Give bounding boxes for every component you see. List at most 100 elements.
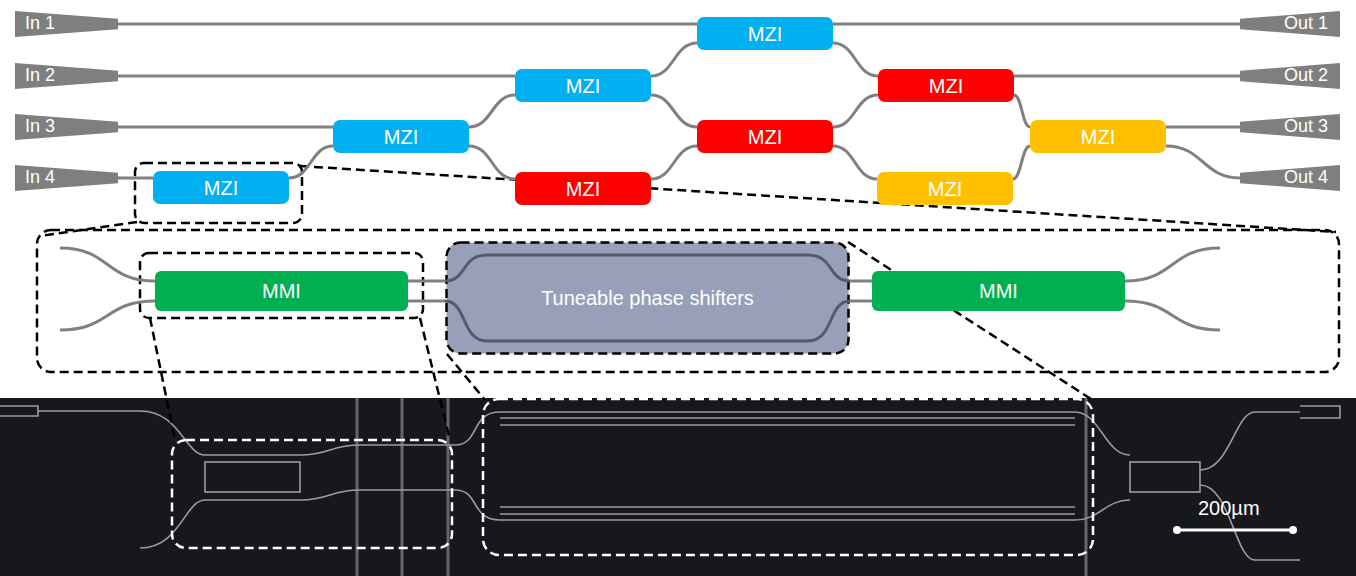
waveguide — [118, 177, 153, 180]
component-box: MMI — [155, 271, 408, 311]
scale-label: 200µm — [1198, 497, 1260, 520]
waveguide — [651, 95, 697, 127]
output-grating: Out 3 — [1240, 114, 1340, 140]
waveguide — [469, 95, 515, 127]
zoom-frame — [172, 440, 452, 548]
zoom-line — [150, 318, 175, 440]
output-grating: Out 2 — [1240, 63, 1340, 89]
zoom-frame — [37, 230, 1339, 372]
component-box: MZI — [697, 17, 833, 50]
photo-mmi — [205, 462, 300, 492]
waveguide — [1013, 146, 1030, 179]
photo-waveguides — [0, 406, 1340, 560]
waveguide — [118, 126, 333, 129]
zoom-line — [300, 166, 1336, 232]
box-label: In 1 — [25, 13, 55, 35]
photo-waveguide — [500, 418, 1075, 514]
box-label: MZI — [748, 22, 782, 46]
component-box: MZI — [878, 69, 1014, 102]
phase-shifter-fill — [447, 243, 849, 354]
scale-bar-end — [1289, 526, 1297, 534]
grating-taper — [1240, 11, 1340, 37]
box-label: Out 3 — [1284, 116, 1328, 138]
box-label: In 2 — [25, 65, 55, 87]
box-label: MZI — [384, 125, 418, 149]
box-label: MZI — [928, 177, 962, 201]
component-box: MZI — [153, 171, 289, 204]
scale-bar-end — [1173, 526, 1181, 534]
input-grating: In 3 — [15, 114, 118, 140]
phase-arm — [445, 255, 850, 281]
box-title: Tuneable phase shifters — [541, 286, 754, 310]
scale-bar — [1177, 529, 1293, 532]
photo-taper — [0, 406, 38, 416]
photo-waveguide — [140, 490, 1130, 548]
box-label: In 4 — [25, 167, 55, 189]
waveguide-stub — [60, 301, 155, 330]
zoom-line — [447, 354, 485, 400]
grating-taper — [15, 63, 118, 89]
component-box: MZI — [515, 69, 651, 102]
box-label: In 3 — [25, 116, 55, 138]
waveguide — [1014, 75, 1240, 78]
zoom-frame — [135, 163, 302, 223]
component-box: MMI — [872, 271, 1125, 311]
photo-taper — [1300, 406, 1340, 418]
electrode — [357, 398, 1086, 576]
waveguide — [833, 146, 877, 179]
input-grating: In 4 — [15, 165, 118, 191]
zoom-line — [848, 242, 1091, 399]
waveguide — [651, 146, 697, 179]
grating-taper — [15, 165, 118, 191]
photo-electrodes — [357, 398, 1086, 576]
box-label: MZI — [1081, 125, 1115, 149]
waveguide — [833, 95, 878, 127]
waveguide — [408, 281, 445, 301]
box-label: MZI — [204, 176, 238, 200]
box-label: MZI — [566, 177, 600, 201]
waveguide — [833, 23, 1240, 26]
photo-waveguide — [1200, 412, 1300, 560]
waveguide — [118, 75, 515, 78]
waveguide-stub — [1125, 301, 1220, 330]
waveguide — [1166, 126, 1240, 129]
grating-taper — [1240, 114, 1340, 140]
grating-taper — [15, 11, 118, 37]
waveguide-stub — [60, 248, 155, 281]
phase-shifter-box: Tuneable phase shifters — [445, 241, 850, 355]
box-label: MZI — [929, 74, 963, 98]
micrograph — [0, 398, 1356, 576]
box-label: Out 1 — [1284, 13, 1328, 35]
waveguide — [289, 146, 333, 178]
box-label: MZI — [748, 125, 782, 149]
zoom-frame — [140, 253, 423, 318]
component-box: MZI — [697, 120, 833, 153]
component-box: MZI — [333, 120, 469, 153]
waveguide — [833, 43, 878, 76]
component-box: MZI — [515, 172, 651, 205]
output-grating: Out 4 — [1240, 165, 1340, 191]
input-grating: In 2 — [15, 63, 118, 89]
grating-taper — [15, 114, 118, 140]
output-grating: Out 1 — [1240, 11, 1340, 37]
grating-taper — [1240, 165, 1340, 191]
input-grating: In 1 — [15, 11, 118, 37]
waveguide — [1166, 146, 1240, 178]
box-label: Out 4 — [1284, 167, 1328, 189]
waveguide — [651, 43, 697, 76]
box-label: MMI — [979, 279, 1018, 303]
waveguide — [850, 281, 872, 301]
box-label: MZI — [566, 74, 600, 98]
box-label: Out 2 — [1284, 65, 1328, 87]
box-label: MMI — [262, 279, 301, 303]
zoom-frame — [483, 399, 1093, 555]
photo-mmi — [1130, 462, 1200, 492]
waveguide — [118, 23, 697, 26]
component-box: MZI — [1030, 120, 1166, 153]
waveguide — [469, 146, 515, 179]
waveguide — [1014, 95, 1030, 127]
waveguide-stub — [1125, 248, 1220, 281]
grating-taper — [1240, 63, 1340, 89]
photo-frames — [172, 399, 1093, 555]
component-box: MZI — [877, 172, 1013, 205]
